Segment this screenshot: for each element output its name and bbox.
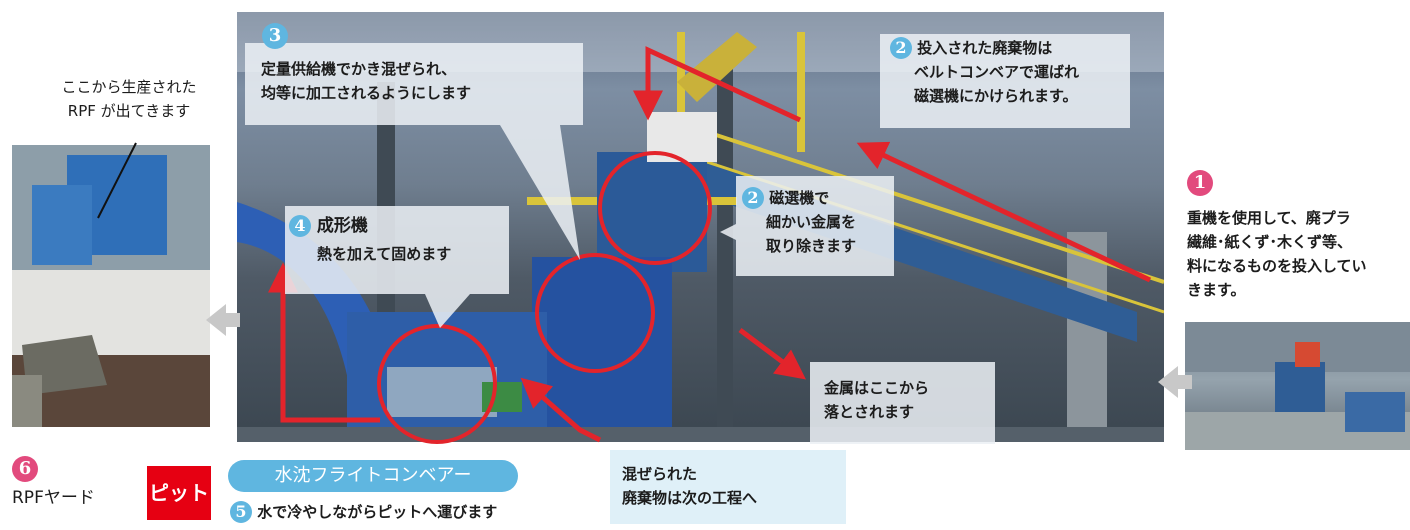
- step4-description: 熱を加えて固めます: [317, 245, 452, 263]
- step1-description: 重機を使用して、廃プラ 繊維･紙くず･木くず等、 料になるものを投入してい きま…: [1187, 206, 1410, 318]
- step2a-number-badge: 2: [890, 37, 912, 59]
- step4-callout: 4 成形機 熱を加えて固めます: [285, 206, 509, 294]
- step4-title-line: 4 成形機: [289, 214, 509, 238]
- step5-description-row: 5 水で冷やしながらピットへ運びます: [230, 500, 497, 524]
- step5-number-badge: 5: [230, 501, 252, 523]
- step3-callout: 定量供給機でかき混ぜられ、 均等に加工されるようにします: [245, 43, 583, 125]
- step5-description: 水で冷やしながらピットへ運びます: [257, 503, 498, 521]
- step2b-line-1: 2 磁選機で: [742, 186, 894, 210]
- gray-flow-arrows: [206, 304, 1192, 398]
- step1-number-badge: 1: [1187, 170, 1213, 196]
- step2b-number-badge: 2: [742, 187, 764, 209]
- metal-note-line-1: 金属はここから: [824, 379, 930, 397]
- loading-illustration: [1185, 322, 1410, 450]
- step6-number-badge: 6: [12, 456, 38, 482]
- step4-number-badge: 4: [289, 215, 311, 237]
- step2a-text-1: 投入された廃棄物は: [917, 39, 1053, 57]
- pointer-step3: [500, 125, 580, 260]
- step3-number-badge: 3: [262, 23, 288, 49]
- pointer-step4: [425, 294, 470, 328]
- step2b-line-3: 取り除きます: [766, 237, 857, 255]
- red-flow-arrows: [268, 46, 1152, 443]
- loading-photo: [1185, 322, 1410, 450]
- rpf-note-line-1: ここから生産された: [61, 78, 197, 96]
- step1-line-3: 料になるものを投入してい: [1187, 257, 1367, 275]
- gray-arrow-right: [1158, 366, 1192, 398]
- step2-magnet-callout: 2 磁選機で 細かい金属を 取り除きます: [736, 176, 894, 276]
- step2a-line-1: 2 投入された廃棄物は: [890, 36, 1130, 60]
- step2a-line-3: 磁選機にかけられます。: [914, 87, 1078, 105]
- step2b-line-2: 細かい金属を: [766, 213, 857, 231]
- mixed-waste-note: 混ぜられた 廃棄物は次の工程へ: [610, 450, 846, 524]
- red-circles: [377, 151, 712, 444]
- callout-pointers: [425, 125, 736, 328]
- metal-note-line-2: 落とされます: [824, 403, 915, 421]
- arrow-to-forming: [268, 262, 380, 423]
- step6-label: RPFヤード: [12, 488, 95, 508]
- feeder-circle: [535, 253, 655, 373]
- step3-line-2: 均等に加工されるようにします: [261, 84, 472, 102]
- rpf-output-photo: [12, 145, 210, 427]
- step2a-line-2: ベルトコンベアで運ばれ: [914, 63, 1080, 81]
- mixed-note-line-1: 混ぜられた: [622, 465, 698, 483]
- step2b-text-1: 磁選機で: [769, 189, 830, 207]
- metal-drop-callout: 金属はここから 落とされます: [810, 362, 995, 444]
- arrow-conveyor-up: [856, 141, 1152, 283]
- conveyor-label: 水沈フライトコンベアー: [228, 460, 518, 492]
- rpf-output-note: ここから生産された RPF が出てきます: [44, 75, 214, 127]
- pit-badge: ピット: [147, 466, 211, 520]
- step4-title: 成形機: [316, 216, 368, 236]
- step1-line-1: 重機を使用して、廃プラ: [1187, 209, 1351, 227]
- rpf-yard-illustration: [12, 145, 210, 427]
- rpf-note-line-2: RPF が出てきます: [67, 102, 191, 120]
- arrow-mixed-out: [520, 377, 602, 443]
- mixed-note-line-2: 廃棄物は次の工程へ: [622, 489, 758, 507]
- arrow-metal-drop: [738, 328, 806, 380]
- step1-line-2: 繊維･紙くず･木くず等、: [1187, 233, 1353, 251]
- pointer-step2b: [720, 224, 736, 240]
- step3-line-1: 定量供給機でかき混ぜられ、: [261, 60, 457, 78]
- former-circle: [377, 324, 497, 444]
- gray-arrow-left: [206, 304, 240, 336]
- step2-conveyor-callout: 2 投入された廃棄物は ベルトコンベアで運ばれ 磁選機にかけられます。: [880, 34, 1130, 128]
- magnet-circle: [598, 151, 712, 265]
- rpf-pointer-line: [97, 142, 137, 219]
- arrow-into-hopper: [633, 46, 802, 123]
- step1-line-4: きます。: [1187, 281, 1246, 299]
